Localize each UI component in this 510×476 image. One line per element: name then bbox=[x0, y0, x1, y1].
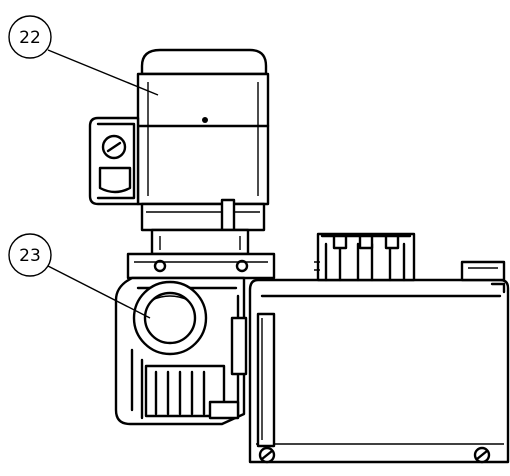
valve-block bbox=[314, 232, 416, 282]
callout-22: 22 bbox=[8, 15, 159, 96]
callout-23-label: 23 bbox=[19, 246, 41, 266]
reservoir bbox=[248, 260, 510, 464]
callout-23: 23 bbox=[8, 233, 151, 319]
gearbox bbox=[114, 252, 276, 426]
callout-22-label: 22 bbox=[19, 28, 41, 48]
motor bbox=[88, 48, 270, 256]
